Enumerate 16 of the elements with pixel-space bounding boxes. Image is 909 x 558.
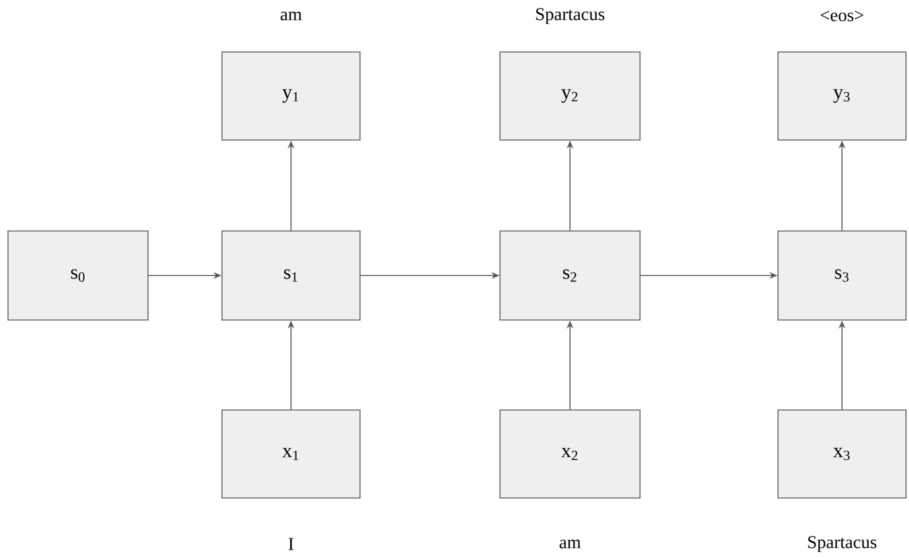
process-box: s$_{3}$ bbox=[777, 230, 907, 321]
caption-text: I bbox=[288, 538, 294, 550]
process-box: s$_{0}$ bbox=[7, 230, 149, 321]
process-box: s$_{2}$ bbox=[499, 230, 641, 321]
caption-text: am bbox=[560, 540, 581, 548]
process-box: y$_{2}$ bbox=[499, 51, 641, 141]
process-box: s$_{1}$ bbox=[221, 230, 361, 321]
caption-text: Spartacus bbox=[536, 8, 604, 24]
process-box: x$_{3}$ bbox=[777, 409, 907, 499]
process-box: y$_{3}$ bbox=[777, 51, 907, 141]
caption-text: am bbox=[280, 12, 302, 20]
caption-text: <eos> bbox=[820, 10, 864, 22]
process-box: y$_{1}$ bbox=[221, 51, 361, 141]
process-box: x$_{1}$ bbox=[221, 409, 361, 499]
process-box: x$_{2}$ bbox=[499, 409, 641, 499]
caption-text: Spartacus bbox=[808, 536, 876, 552]
